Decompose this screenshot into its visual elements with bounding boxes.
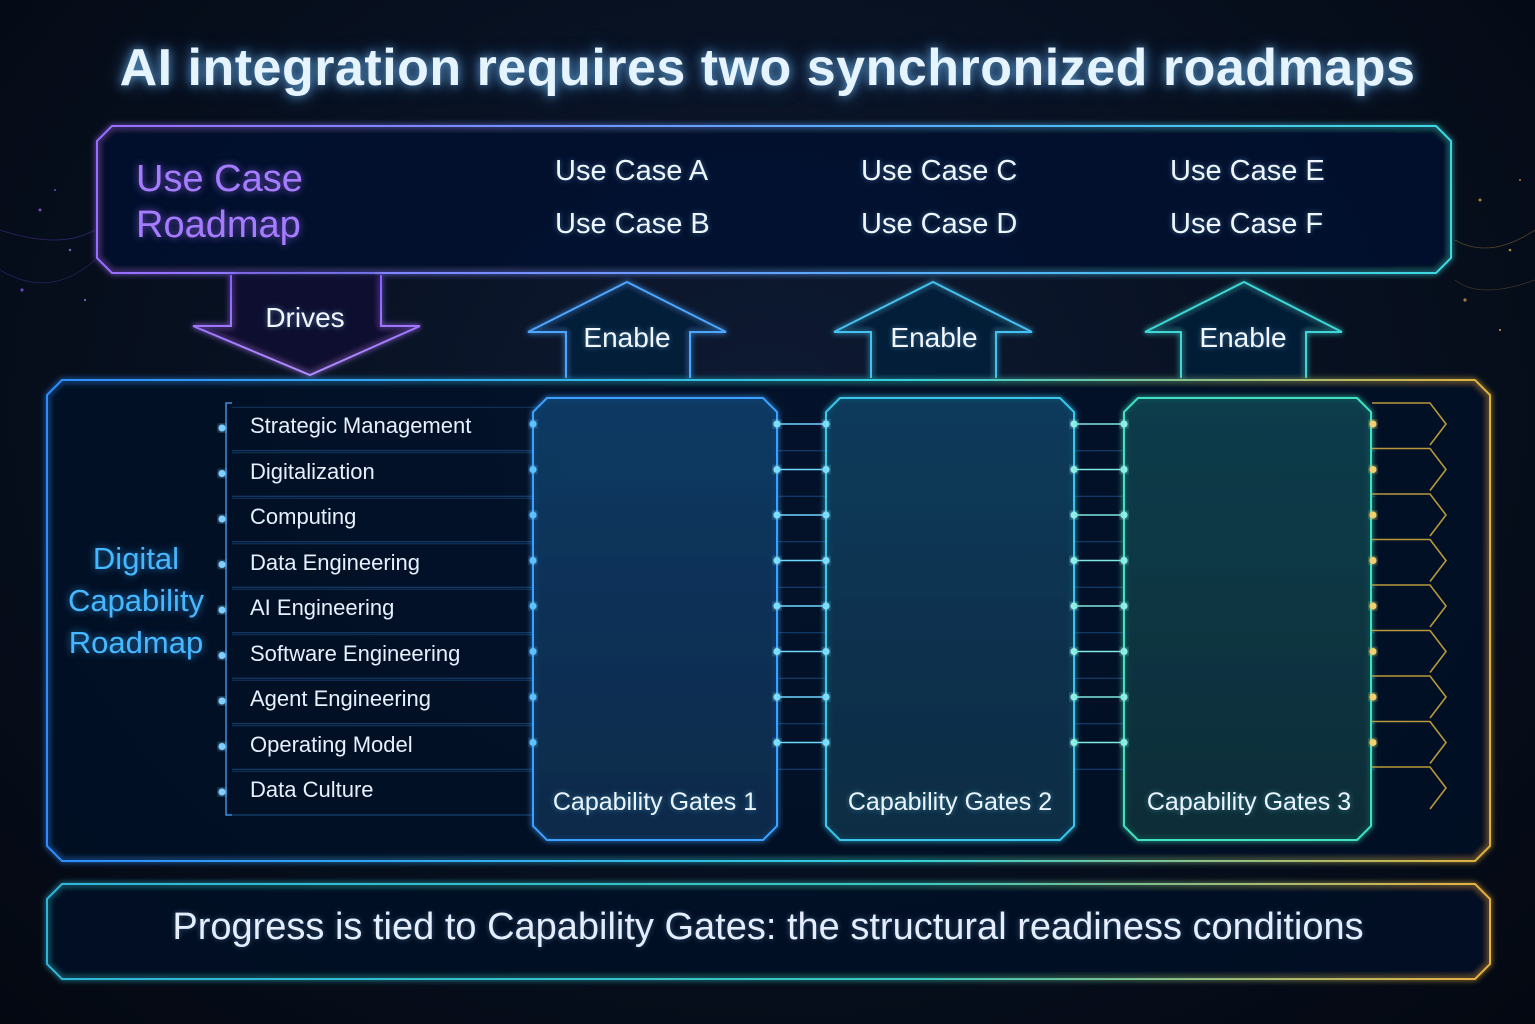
use-case-b: Use Case B: [555, 208, 710, 240]
drives-arrow: [192, 275, 421, 377]
row-chevron: [1372, 493, 1448, 537]
connector-dot: [529, 420, 537, 428]
row-chevron: [1372, 766, 1448, 810]
connector-dot: [529, 466, 537, 473]
connector-dot: [529, 511, 537, 519]
connector-dot: [1369, 602, 1377, 610]
enable-label-2: Enable: [890, 322, 978, 353]
drives-label: Drives: [265, 302, 345, 333]
connector-dot: [529, 693, 537, 701]
capability-rail: [225, 402, 232, 816]
footer-box: [46, 883, 1491, 980]
connector-dot: [1369, 648, 1377, 655]
dcr-label-line1: Digital: [92, 541, 180, 576]
row-chevron: [1372, 629, 1448, 673]
capability-item: Software Engineering: [250, 640, 461, 666]
enable-arrow-2: [833, 280, 1033, 378]
enable-arrow-1: [527, 280, 727, 378]
connector-dot: [529, 648, 537, 655]
capability-rows: [225, 402, 1375, 816]
row-dot: [218, 424, 226, 432]
capability-item: Digitalization: [250, 458, 375, 484]
row-dot: [218, 606, 226, 614]
connector-dot: [1369, 511, 1377, 519]
row-chevron: [1372, 402, 1448, 446]
connector-dot: [1369, 557, 1377, 564]
capability-item: Strategic Management: [250, 413, 472, 438]
decorative-particles: [0, 179, 1535, 332]
connector-dot: [1369, 420, 1377, 428]
connector-dot: [1369, 739, 1377, 746]
digital-capability-roadmap-label: Digital Capability Roadmap: [56, 538, 216, 664]
row-dot: [218, 697, 226, 705]
dcr-label-line2: Capability: [67, 583, 205, 618]
connector-dot: [1369, 693, 1377, 701]
use-case-roadmap-box: [96, 125, 1452, 274]
gate-label-1: Capability Gates 1: [552, 788, 758, 816]
capability-item: Data Culture: [250, 777, 374, 802]
row-chevron: [1372, 447, 1448, 491]
use-case-roadmap-label-line1: Use Case: [136, 158, 303, 200]
row-dot: [218, 470, 226, 477]
use-case-e: Use Case E: [1170, 155, 1325, 187]
connector-dot: [529, 602, 537, 610]
gate-label-3: Capability Gates 3: [1146, 788, 1352, 816]
capability-item: AI Engineering: [250, 595, 395, 620]
footer-message: Progress is tied to Capability Gates: th…: [172, 906, 1364, 948]
gate-box-3: [1123, 397, 1372, 841]
row-dot: [218, 561, 226, 568]
enable-label-1: Enable: [583, 322, 671, 353]
row-chevron: [1372, 538, 1448, 582]
page-title: AI integration requires two synchronized…: [119, 39, 1416, 97]
use-case-d: Use Case D: [861, 208, 1018, 240]
capability-grid-overlay: [218, 402, 1448, 810]
row-dot: [218, 788, 226, 796]
enable-label-3: Enable: [1199, 322, 1287, 353]
gate-box-1: [532, 397, 778, 841]
capability-item: Computing: [250, 504, 357, 529]
gate-box-2: [825, 397, 1075, 841]
use-case-roadmap-label-line2: Roadmap: [136, 204, 301, 246]
use-case-f: Use Case F: [1170, 208, 1324, 240]
capability-item: Data Engineering: [250, 549, 421, 575]
dcr-label-line3: Roadmap: [68, 625, 204, 660]
row-chevron: [1372, 584, 1448, 628]
connector-dot: [529, 557, 537, 564]
connector-dot: [1369, 466, 1377, 473]
row-dot: [218, 743, 226, 750]
use-case-c: Use Case C: [861, 155, 1018, 187]
use-case-a: Use Case A: [555, 155, 709, 187]
row-dot: [218, 652, 226, 659]
row-dot: [218, 515, 226, 523]
enable-arrow-3: [1144, 280, 1343, 378]
use-case-roadmap-label: Use Case Roadmap: [136, 156, 303, 248]
row-chevron: [1372, 675, 1448, 719]
capability-item: Operating Model: [250, 731, 413, 757]
row-chevron: [1372, 720, 1448, 764]
gate-label-2: Capability Gates 2: [847, 788, 1053, 816]
capability-item: Agent Engineering: [250, 686, 432, 711]
connector-dot: [529, 739, 537, 746]
